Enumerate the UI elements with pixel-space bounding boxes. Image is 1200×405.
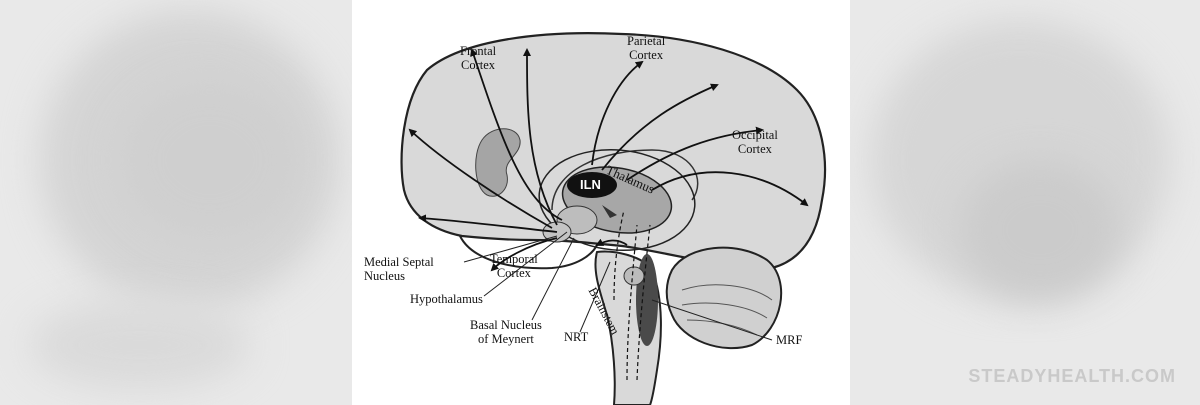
label-nrt: NRT xyxy=(564,330,589,344)
blurred-background-left xyxy=(0,0,352,405)
blurred-background-right xyxy=(850,0,1200,405)
thalamus-outline xyxy=(538,148,696,252)
label-temporal-cortex: Temporal Cortex xyxy=(490,252,538,280)
label-basal-nucleus: Basal Nucleus of Meynert xyxy=(470,318,542,346)
arrow-occipital xyxy=(626,126,764,181)
label-medial-septal-nucleus: Medial Septal Nucleus xyxy=(364,255,434,283)
label-frontal-cortex: Frontal Cortex xyxy=(460,44,497,72)
arrow-temporal xyxy=(490,237,558,272)
label-parietal-cortex: Parietal Cortex xyxy=(627,34,666,62)
arrow-ascending xyxy=(595,238,628,246)
arrow-frontal-2 xyxy=(523,48,558,226)
iln-nucleus xyxy=(567,172,617,198)
label-hypothalamus: Hypothalamus xyxy=(410,292,483,306)
brain-illustration xyxy=(400,32,827,405)
brainstem-nucleus xyxy=(623,266,645,286)
arrow-medial xyxy=(418,214,558,233)
brain-diagram: Frontal Cortex Parietal Cortex Occipital… xyxy=(352,0,850,405)
arrow-parietal-2 xyxy=(601,83,719,171)
temporal-lobe xyxy=(459,235,598,270)
label-iln: ILN xyxy=(580,177,601,192)
arrow-parietal xyxy=(591,60,644,166)
corpus-callosum xyxy=(551,149,699,211)
arrow-frontal-3 xyxy=(408,128,553,229)
label-occipital-cortex: Occipital Cortex xyxy=(732,128,778,156)
cerebellum xyxy=(665,246,783,350)
lateral-ventricle xyxy=(475,128,521,197)
watermark-logo: STEADYHEALTH.COM xyxy=(968,366,1176,386)
arrow-frontal xyxy=(470,48,563,221)
arrow-occipital-2 xyxy=(651,171,809,207)
label-mrf: MRF xyxy=(776,333,803,347)
